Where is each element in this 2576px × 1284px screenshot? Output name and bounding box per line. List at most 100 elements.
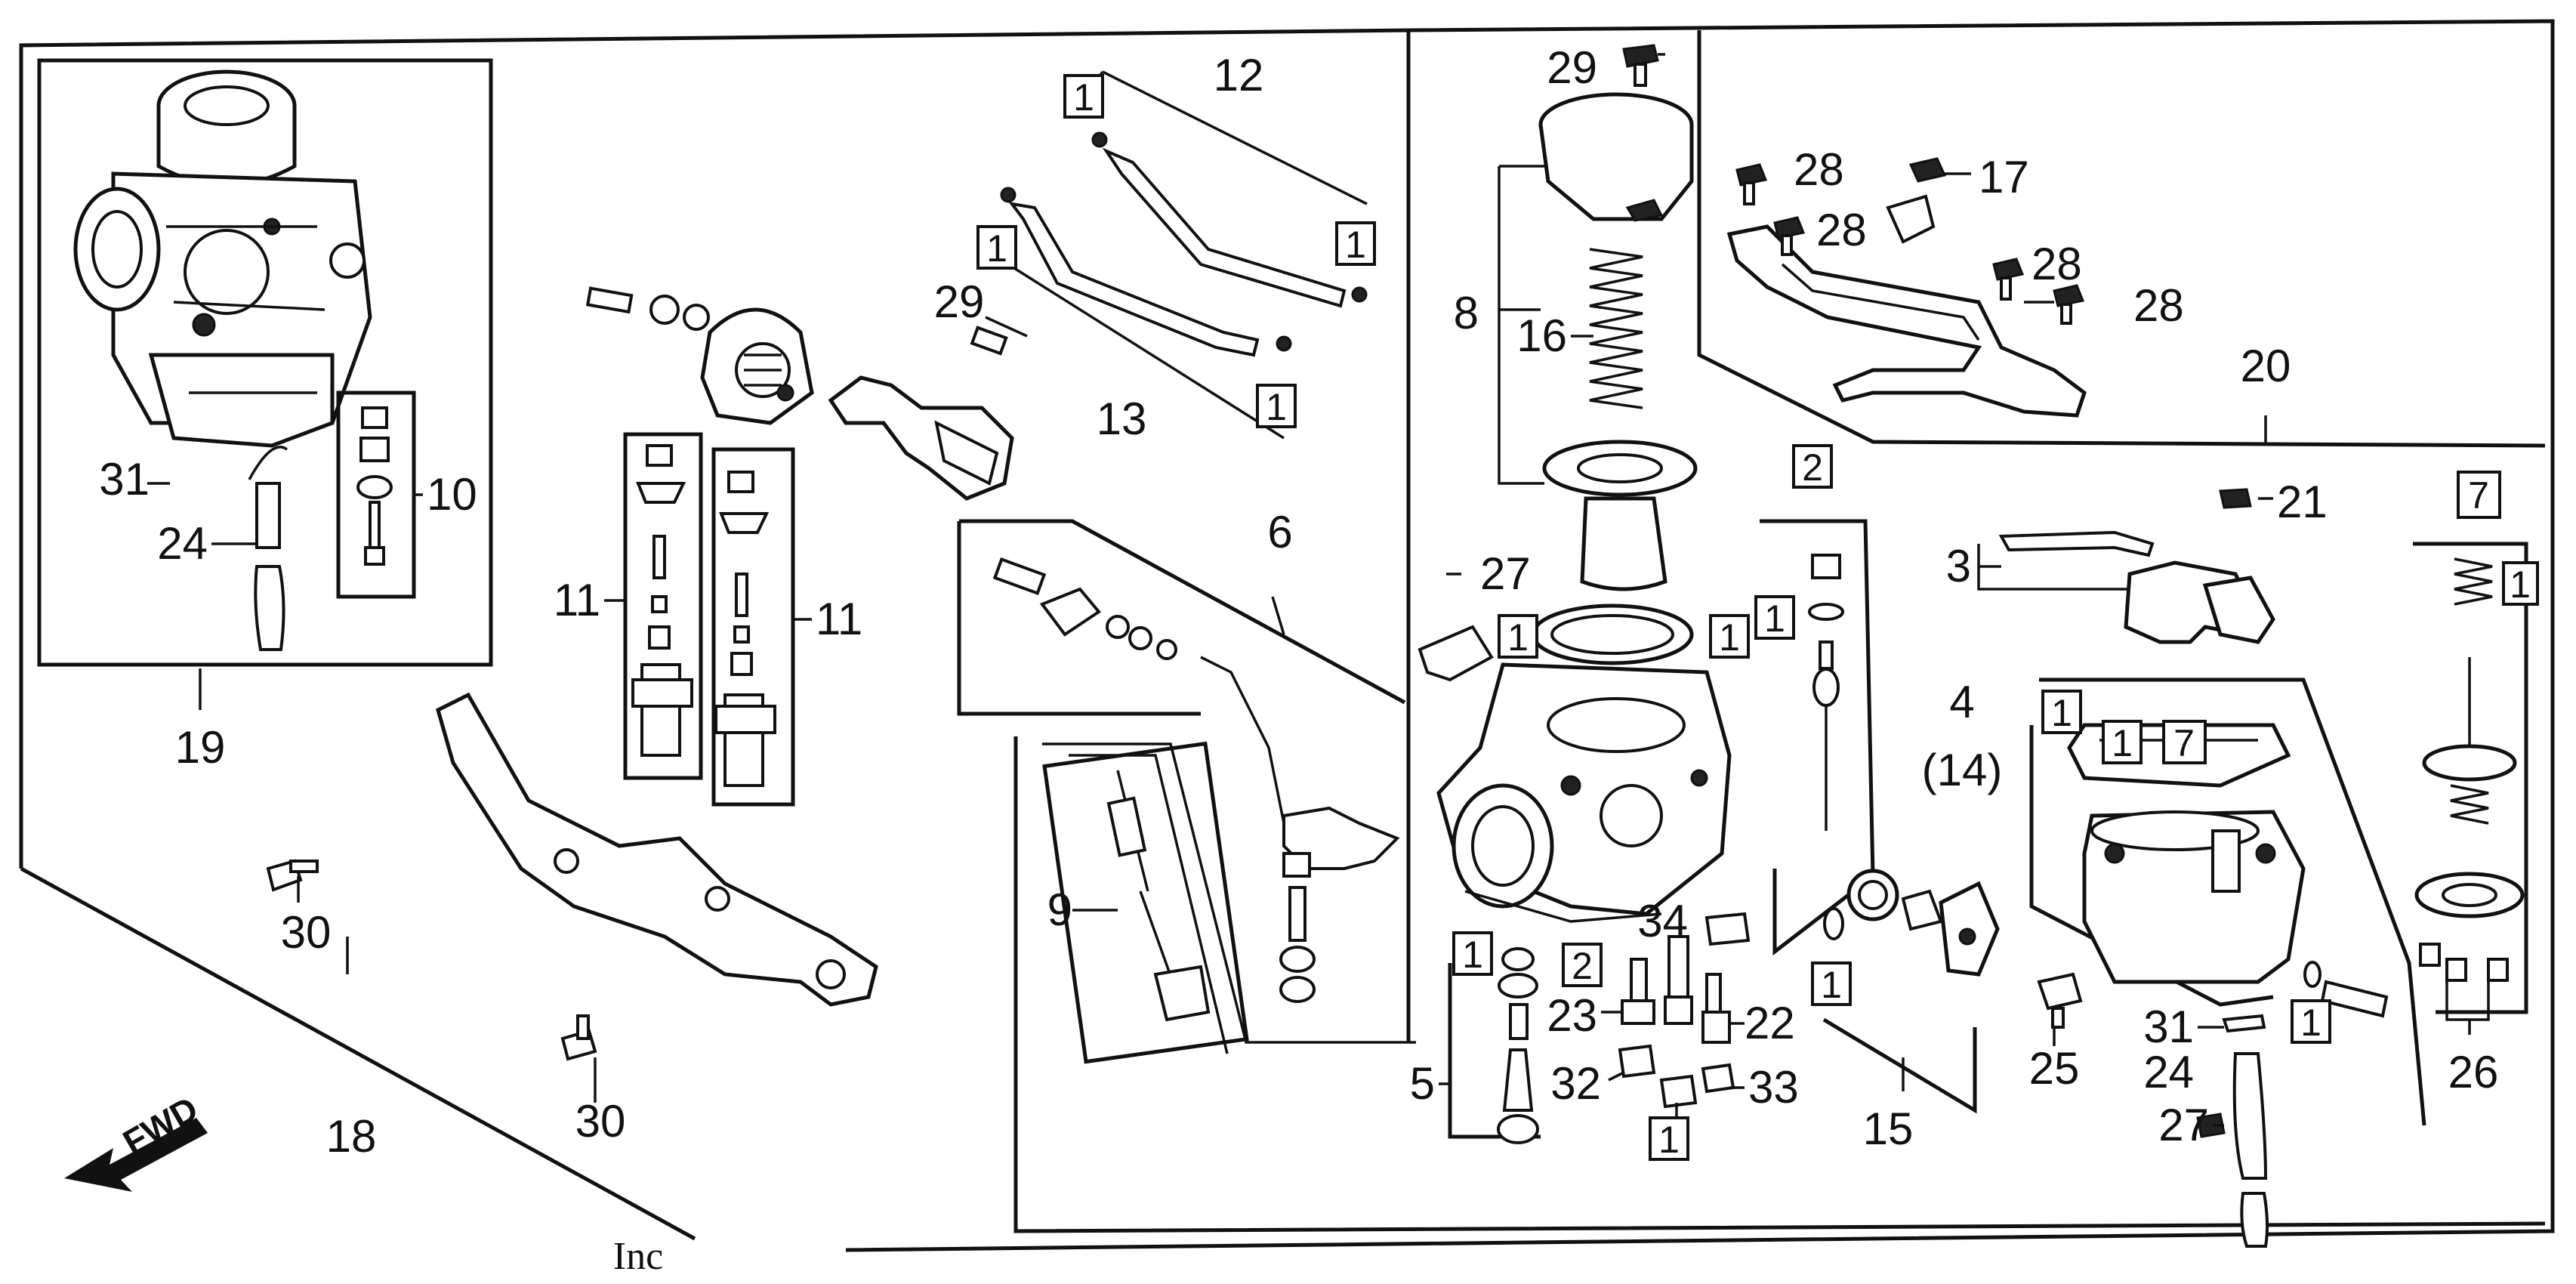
svg-text:1: 1 [1719,616,1740,659]
screw-28-b [1773,216,1806,256]
callout-26: 26 [2448,1047,2499,1097]
callout-27-bottom: 27 [2158,1100,2209,1150]
callout-32: 32 [1550,1058,1601,1109]
svg-text:1: 1 [1764,597,1785,640]
screw-27-b [2196,1113,2226,1138]
assembly-19-frame [37,58,493,667]
center-region-frame [957,30,2546,1233]
svg-text:1: 1 [1462,934,1483,976]
boxed-ref-1-a: 1 [1063,74,1104,119]
svg-text:1: 1 [2300,1002,2321,1044]
callout-4-sub-14: (14) [1922,745,2003,795]
callout-15: 15 [1863,1103,1914,1154]
boxed-ref-1-n: 1 [2291,999,2331,1044]
svg-text:1: 1 [1507,616,1529,659]
callout-25: 25 [2029,1043,2080,1094]
carburetor-assembly-19 [73,69,372,448]
callout-30-left: 30 [281,907,332,958]
boxed-ref-1-l: 1 [1811,961,1852,1006]
svg-text:1: 1 [986,227,1007,270]
callout-19: 19 [175,722,226,773]
boxed-ref-1-f: 1 [1709,614,1750,659]
svg-text:7: 7 [2173,722,2195,764]
float-valve-15 [1822,869,2000,1114]
svg-text:1: 1 [1073,76,1094,119]
callout-28-c: 28 [2031,239,2082,289]
float-3 [1998,530,2275,644]
slow-jet-set-box-right [711,447,795,807]
tube-12 [1091,131,1368,308]
callout-21: 21 [2277,477,2328,527]
throttle-shaft-assembly-6 [992,557,1400,870]
diaphragm-piston [1542,440,1698,591]
boxed-ref-1-b: 1 [1335,221,1376,266]
cutoff-valve-7 [2413,542,2528,1014]
callout-33: 33 [1748,1062,1799,1113]
boxed-ref-1-m: 1 [1649,1116,1689,1161]
needle-jet-23 [1618,958,1656,1079]
inset-10-box [336,390,416,599]
callout-29-left: 29 [934,276,985,327]
needle-jet-assembly-9 [1042,741,1249,1064]
footer-text: Inc [613,1235,663,1278]
svg-text:1: 1 [1266,386,1287,428]
boxed-ref-1-h: 1 [2502,561,2539,606]
callout-28-a: 28 [1794,144,1844,195]
leader-lines [147,53,2490,1127]
slow-jet-stack [1279,852,1316,1003]
screw-33 [1701,1063,1735,1094]
carb-body-main [1436,662,1732,923]
callout-24-right: 24 [2143,1047,2194,1097]
callout-16: 16 [1516,310,1567,361]
svg-text:1: 1 [1658,1119,1680,1161]
svg-text:1: 1 [1821,964,1842,1006]
throttle-stay-bracket [436,692,878,1007]
callout-6: 6 [1267,507,1292,557]
callout-24-left: 24 [157,518,208,569]
main-jet-34 [1659,935,1698,1109]
drain-screw-26 [2303,961,2389,1018]
screw-29-top [1622,44,1659,87]
boxed-ref-1-g: 1 [1754,595,1795,640]
boxed-ref-2-bottom: 2 [1562,943,1603,987]
svg-text:1: 1 [1345,224,1366,266]
callout-30-bottom: 30 [575,1096,626,1147]
callout-28-d: 28 [2133,280,2184,331]
screw-28-a [1735,163,1768,205]
svg-text:1: 1 [2112,722,2133,764]
fwd-arrow-icon [64,1118,208,1192]
callout-11-left: 11 [554,575,600,625]
slow-jet-22 [1701,912,1751,1044]
callout-20: 20 [2241,341,2291,391]
callout-27-center: 27 [1480,548,1531,599]
callout-3: 3 [1946,541,1971,591]
part-number-callouts: 31 24 10 19 11 11 30 30 18 12 13 29 6 9 … [99,42,2498,1162]
callout-22: 22 [1745,998,1795,1048]
callout-17: 17 [1979,152,2029,202]
callout-29-top: 29 [1547,42,1597,93]
screw-25 [2037,972,2083,1029]
svg-text:7: 7 [2468,474,2489,517]
auto-bystarter-assembly [585,286,814,425]
o-ring-large [1531,603,1694,665]
boxed-ref-2-top: 2 [1792,444,1833,489]
drain-tube-24 [248,446,288,651]
drain-tube-24-b [2222,1014,2269,1248]
boxed-ref-7-top: 7 [2457,471,2501,519]
link-plate-20 [1726,224,2087,418]
svg-text:1: 1 [2510,563,2531,606]
spring-16 [1589,248,1643,409]
screw-21 [2219,488,2252,509]
boxed-ref-7-mid: 7 [2162,720,2207,764]
boxed-ref-1-k: 1 [1452,931,1493,976]
screw-17 [1886,157,1947,244]
callout-12: 12 [1214,50,1264,100]
callout-23: 23 [1547,990,1597,1041]
callout-31-right: 31 [2143,1002,2194,1052]
svg-text:1: 1 [2051,692,2072,734]
svg-text:2: 2 [1572,945,1593,987]
screw-28-c [1992,258,2025,301]
boxed-ref-1-e: 1 [1498,614,1538,659]
jet-assembly-5 [1448,947,1541,1144]
